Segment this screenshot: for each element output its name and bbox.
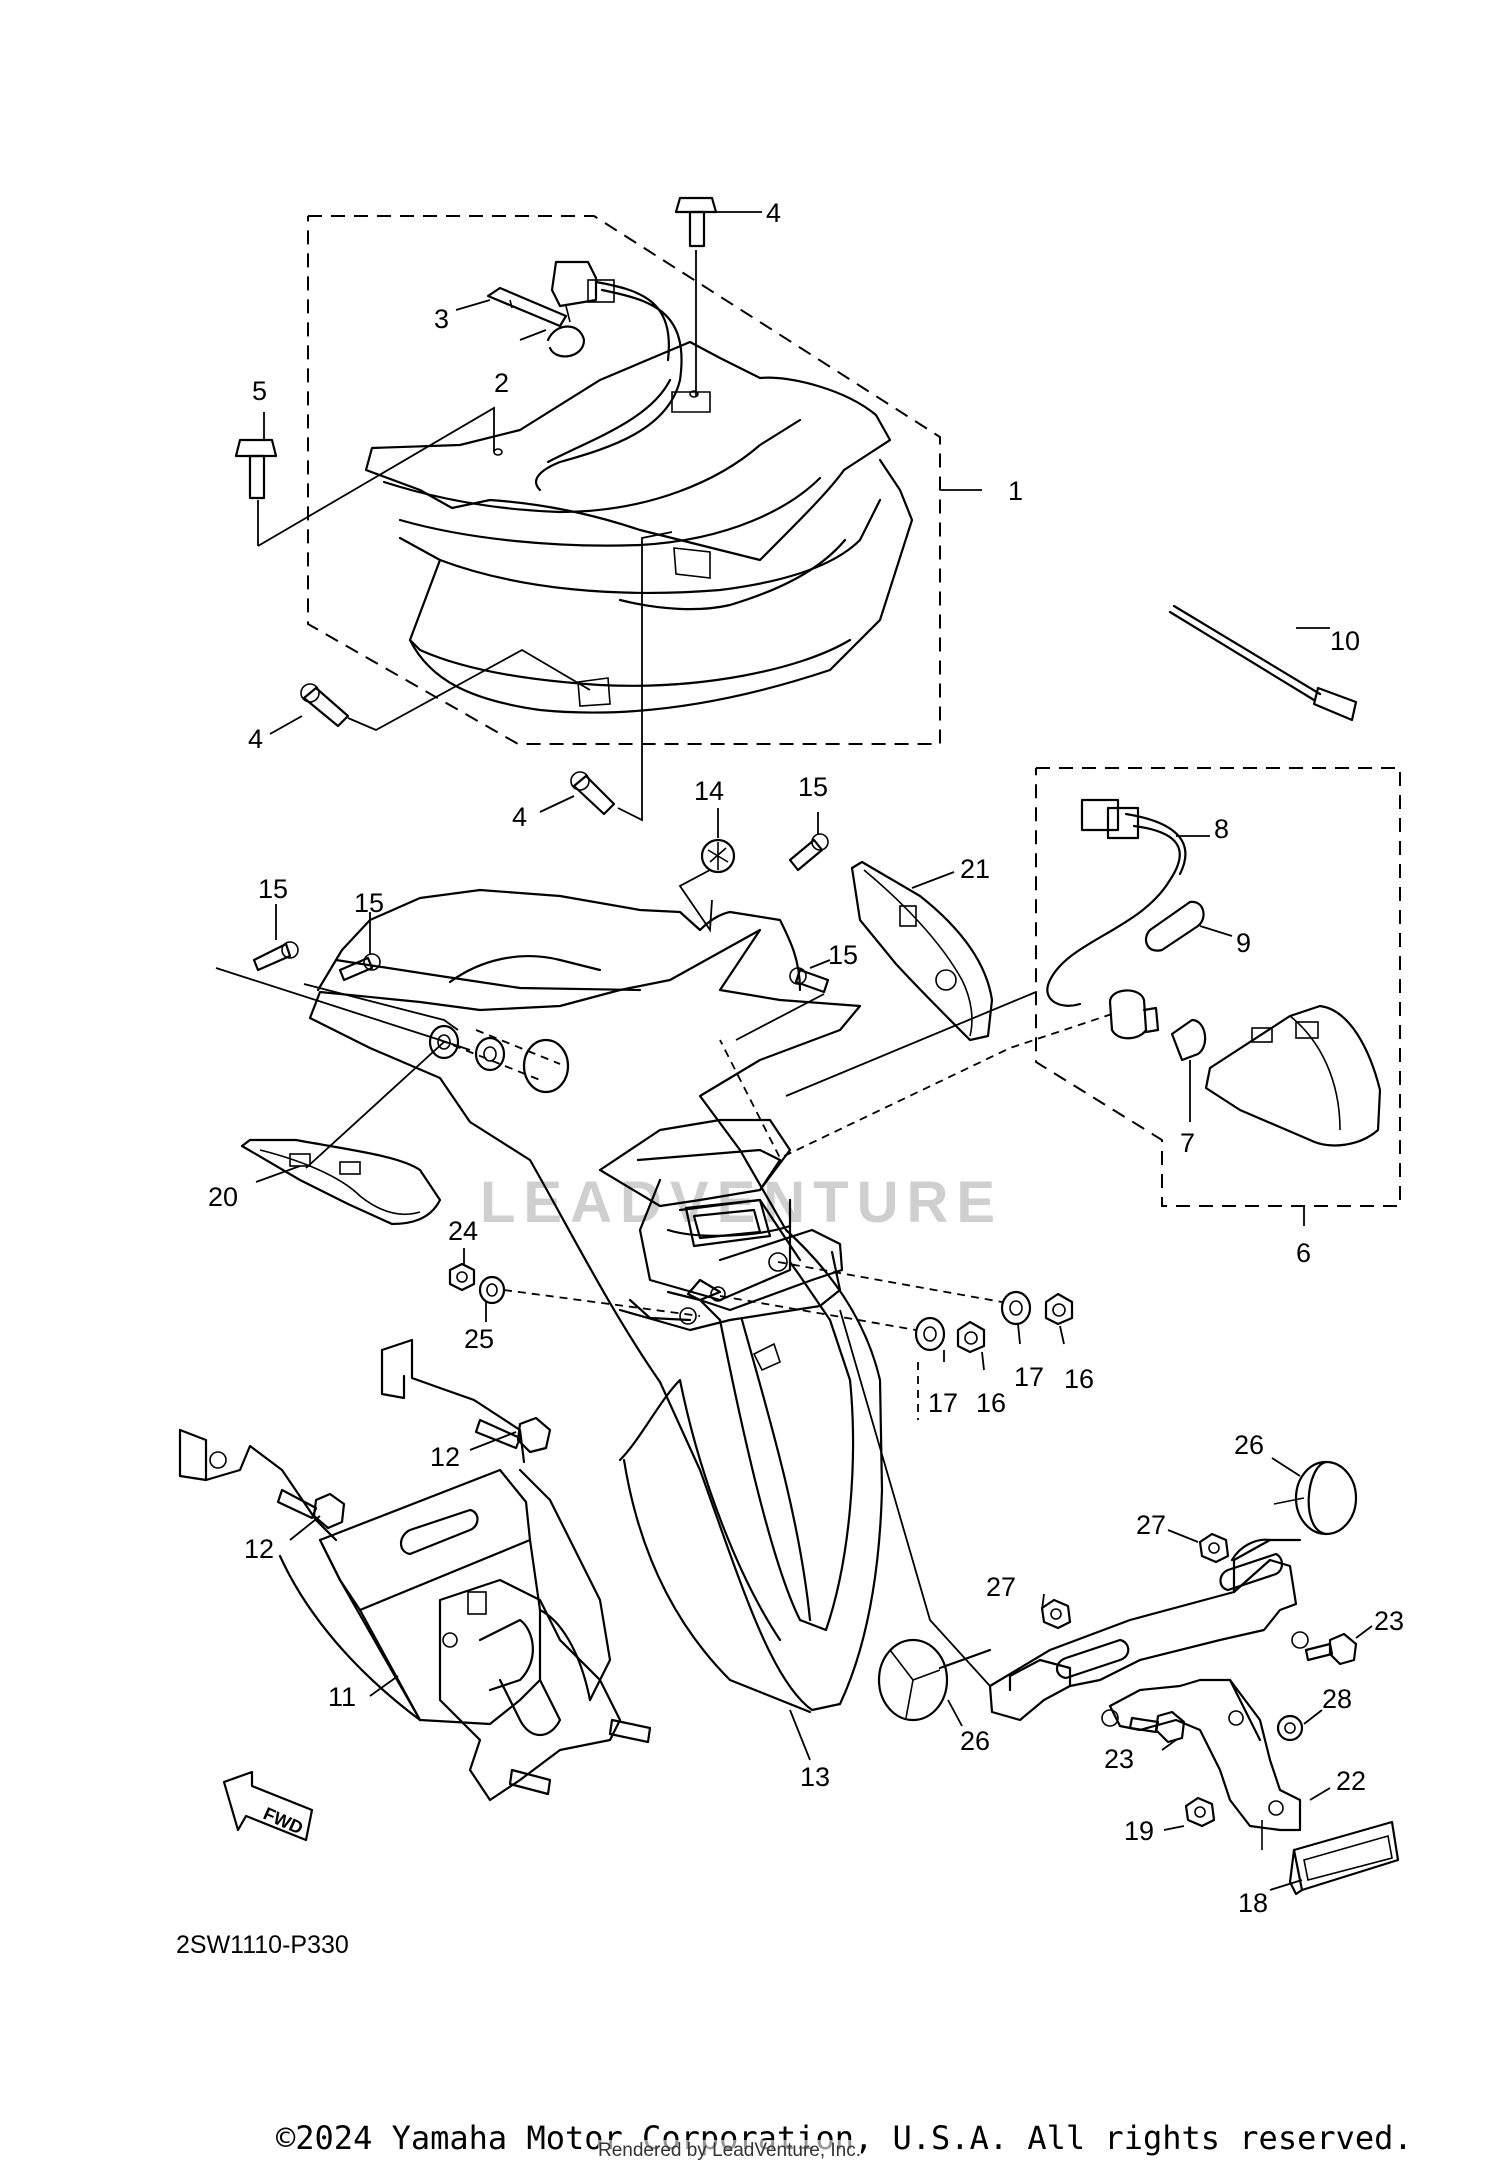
nut-27-lower[interactable] [1040, 1598, 1072, 1630]
callout-27: 27 [986, 1572, 1016, 1602]
bolt-23-right[interactable] [1304, 1632, 1358, 1666]
callout-13: 13 [800, 1762, 830, 1792]
callout-23: 23 [1374, 1606, 1404, 1636]
callout-7: 7 [1180, 1128, 1195, 1158]
callout-15: 15 [354, 888, 384, 918]
callout-27: 27 [1136, 1510, 1166, 1540]
callout-12: 12 [244, 1534, 274, 1564]
callout-23: 23 [1104, 1744, 1134, 1774]
license-bracket[interactable] [178, 1338, 652, 1802]
callout-labels: 4 1 2 3 4 4 5 6 7 8 9 10 11 12 12 13 14 … [208, 198, 1404, 1918]
callout-10: 10 [1330, 626, 1360, 656]
callout-2: 2 [494, 368, 509, 398]
screw-15-a[interactable] [252, 941, 299, 972]
rubber-grommet-9[interactable] [1144, 900, 1205, 952]
callout-11: 11 [328, 1682, 356, 1712]
reflector-26-right[interactable] [1273, 1460, 1358, 1536]
fwd-label: FWD [260, 1803, 306, 1838]
screw-15-c[interactable] [788, 833, 829, 872]
reflector[interactable] [1288, 1820, 1400, 1896]
screw-15-b[interactable] [338, 953, 381, 982]
tail-light-assembly[interactable] [307, 215, 941, 745]
callout-12: 12 [430, 1442, 460, 1472]
callout-15: 15 [798, 772, 828, 802]
callout-15: 15 [828, 940, 858, 970]
grommet-pair[interactable] [428, 1024, 570, 1094]
nut-19[interactable] [1184, 1796, 1216, 1828]
collar-17-right[interactable] [1000, 1290, 1032, 1326]
callout-14: 14 [694, 776, 724, 806]
callout-6: 6 [1296, 1238, 1311, 1268]
callout-5: 5 [252, 376, 267, 406]
bolt-5-top[interactable] [674, 196, 718, 248]
callout-18: 18 [1238, 1888, 1268, 1918]
callout-16: 16 [1064, 1364, 1094, 1394]
callout-25: 25 [464, 1324, 494, 1354]
rear-fender[interactable] [308, 888, 884, 1714]
screw-4-right[interactable] [570, 771, 616, 816]
callout-19: 19 [1124, 1816, 1154, 1846]
screw-3[interactable] [486, 286, 568, 328]
fwd-arrow-icon: FWD [222, 1770, 314, 1842]
emblem[interactable] [678, 838, 736, 933]
bolt-23-left[interactable] [1128, 1710, 1186, 1744]
clamp[interactable] [546, 305, 586, 358]
bolt-12-lower[interactable] [276, 1488, 346, 1530]
callout-22: 22 [1336, 1766, 1366, 1796]
callout-1: 4 [766, 198, 781, 228]
callout-28: 28 [1322, 1684, 1352, 1714]
callout-8: 8 [1214, 814, 1229, 844]
callout-24: 24 [448, 1216, 478, 1246]
callout-1: 1 [1008, 476, 1023, 506]
callout-15: 15 [258, 874, 288, 904]
callout-21: 21 [960, 854, 990, 884]
callout-4: 4 [512, 802, 527, 832]
collar-17-left[interactable] [914, 1316, 946, 1352]
callout-9: 9 [1236, 928, 1251, 958]
nut-27-upper[interactable] [1198, 1532, 1230, 1564]
callout-26: 26 [1234, 1430, 1264, 1460]
callout-3: 3 [434, 304, 449, 334]
rendered-by-credit: Rendered by LeadVenture, Inc. [598, 2140, 862, 2162]
screw-4-left[interactable] [300, 683, 350, 728]
clip-28[interactable] [1276, 1714, 1304, 1742]
callout-17: 17 [928, 1388, 958, 1418]
callout-16: 16 [976, 1388, 1006, 1418]
callout-26: 26 [960, 1726, 990, 1756]
screw-15-d[interactable] [789, 967, 830, 994]
nut-16-left[interactable] [956, 1320, 986, 1354]
diagram-reference-code: 2SW1110-P330 [176, 1931, 349, 1959]
bolt-5-left[interactable] [234, 438, 278, 500]
reflector-26-left[interactable] [877, 1638, 992, 1722]
side-cover-right[interactable] [850, 860, 994, 1042]
reflector-bracket[interactable] [988, 1538, 1309, 1850]
callout-20: 20 [208, 1182, 238, 1212]
callout-17: 17 [1014, 1362, 1044, 1392]
callout-leaders [255, 211, 1373, 1891]
bolt-12-upper[interactable] [474, 1416, 552, 1454]
side-cover-left[interactable] [240, 1138, 442, 1226]
callout-4: 4 [248, 724, 263, 754]
washer-25[interactable] [478, 1275, 506, 1305]
flasher-light-assembly[interactable] [1035, 767, 1401, 1207]
cable-tie[interactable] [1168, 604, 1358, 722]
nut-24[interactable] [448, 1262, 476, 1292]
nut-16-right[interactable] [1044, 1292, 1074, 1326]
